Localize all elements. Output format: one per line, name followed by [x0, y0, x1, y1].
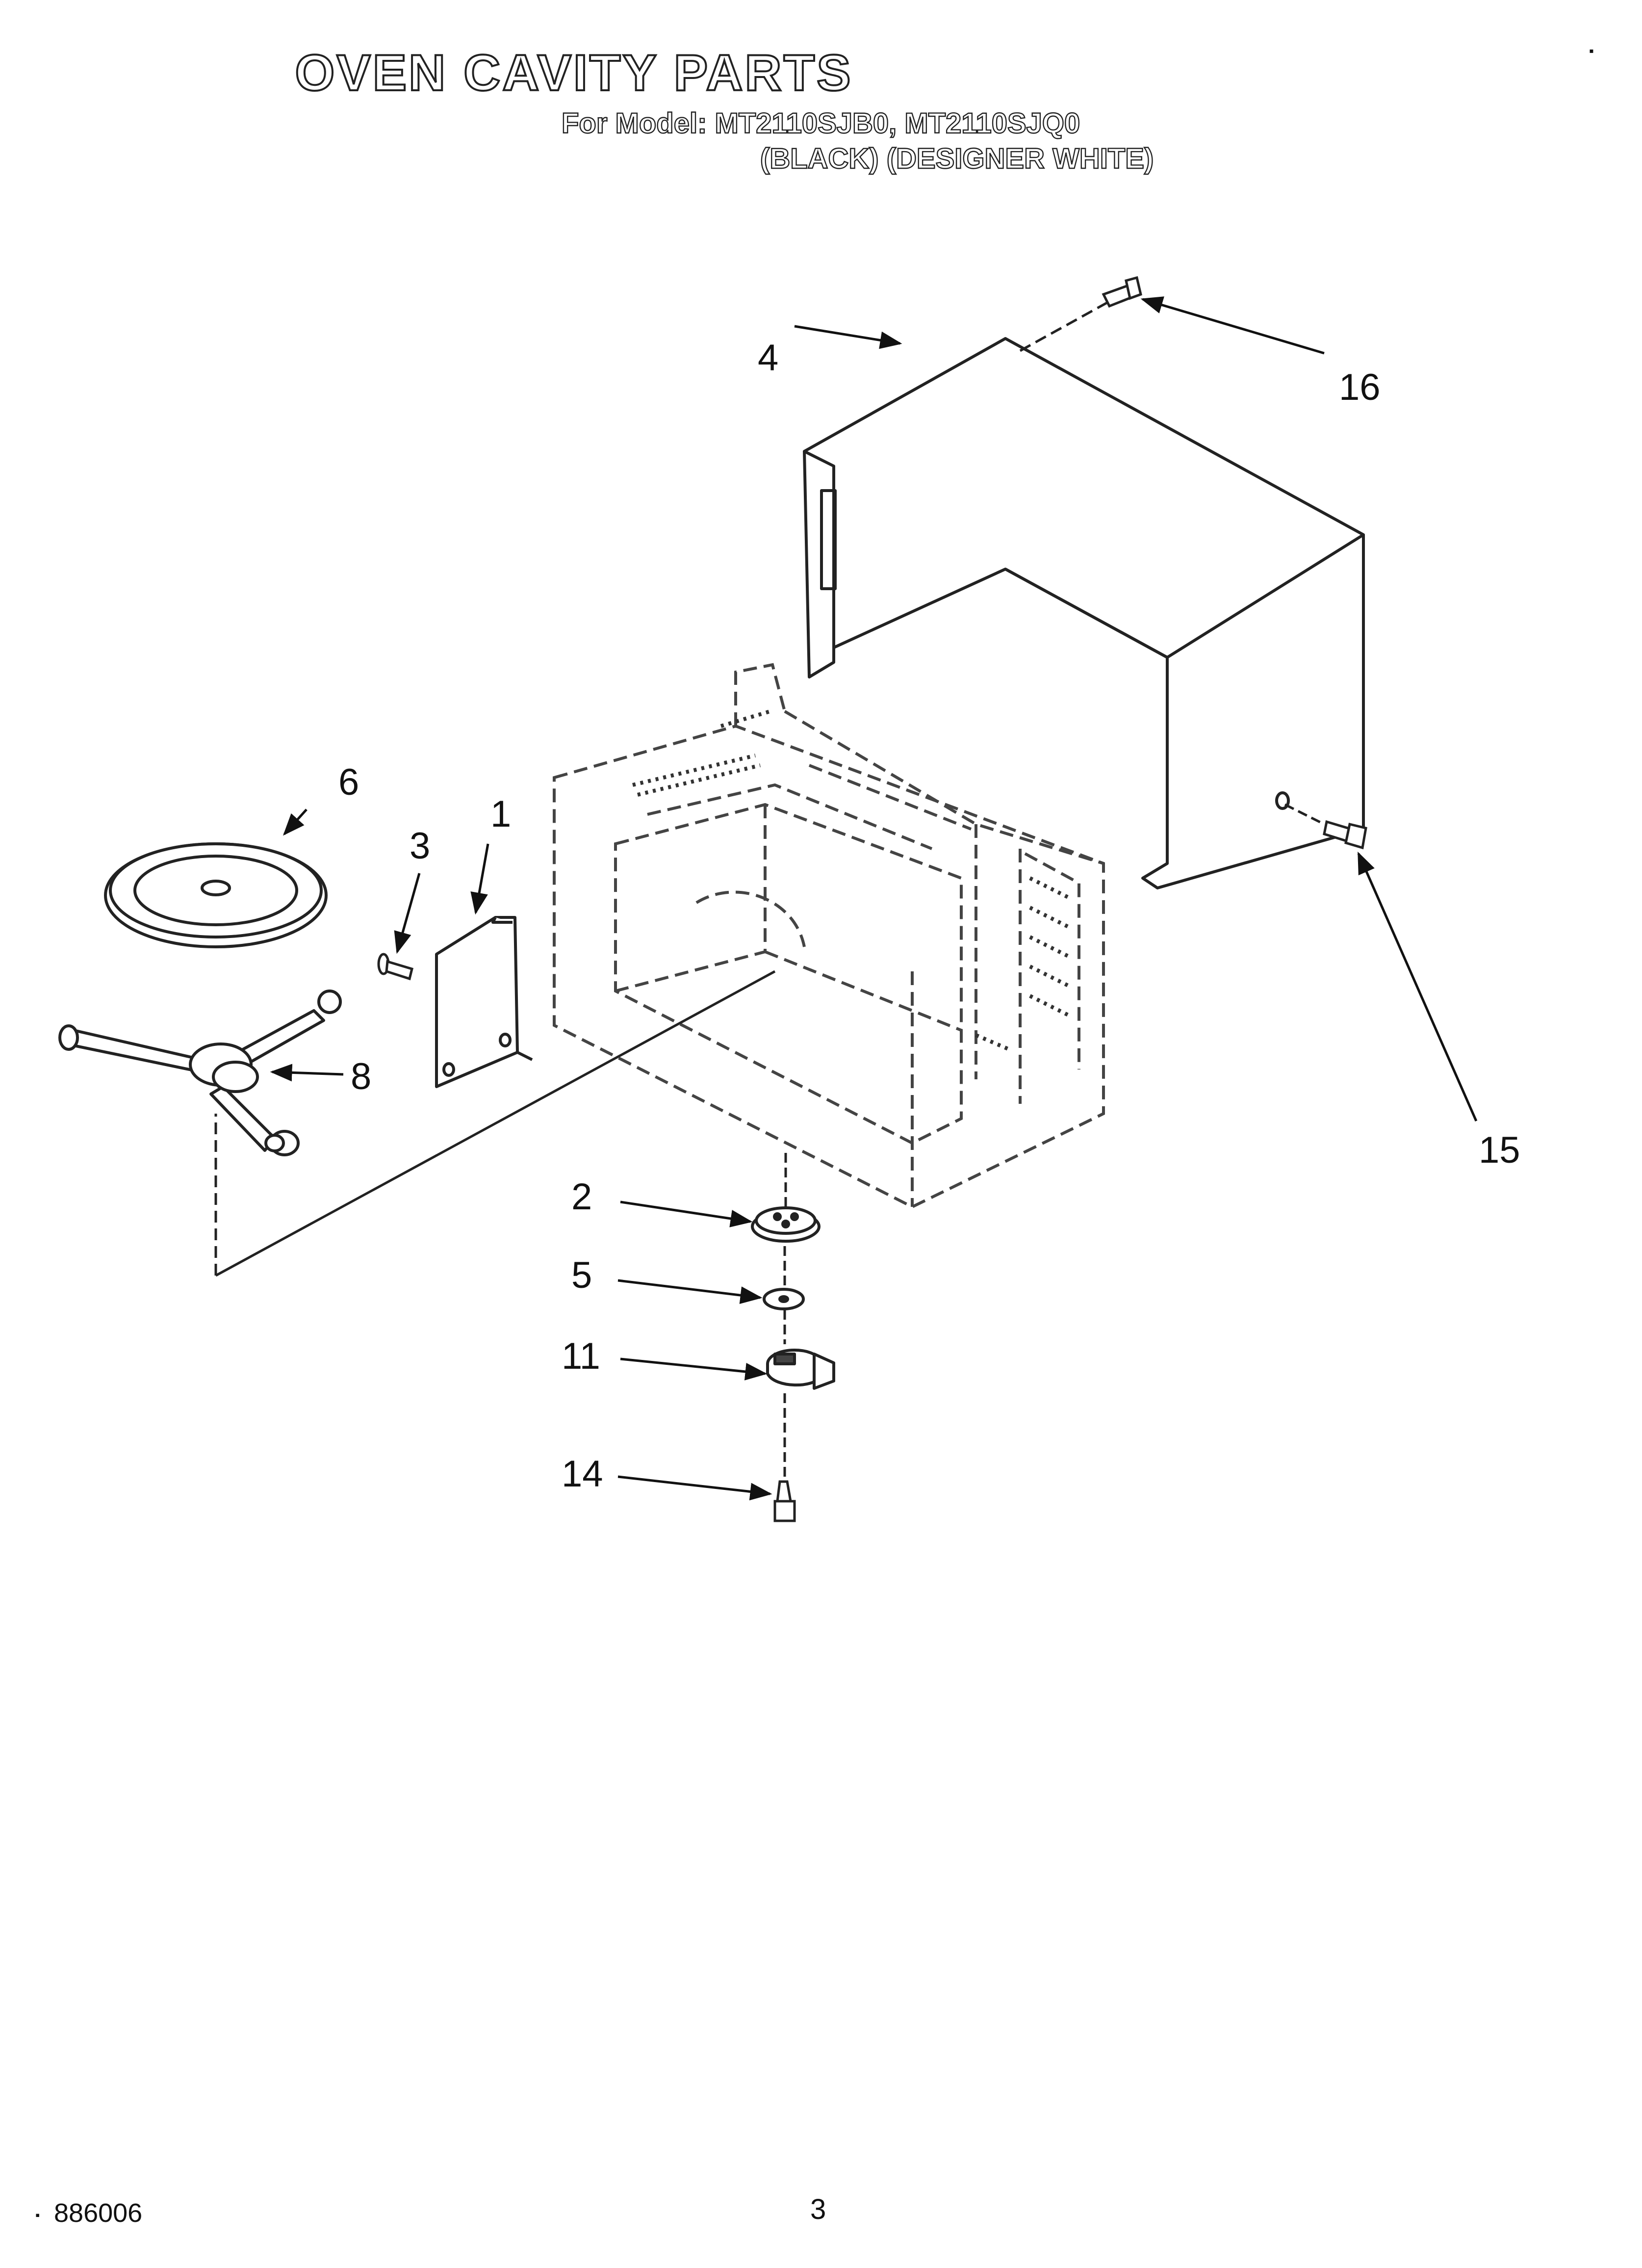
callout-1: 1 [490, 793, 511, 835]
callout-16: 16 [1339, 366, 1381, 408]
callout-2: 2 [571, 1176, 592, 1218]
alignment-lines [214, 970, 787, 1477]
color-line: (BLACK) (DESIGNER WHITE) [760, 142, 1155, 175]
coupler-part-2 [751, 1206, 821, 1243]
waveguide-cover-part-1 [435, 916, 533, 1088]
page-title: OVEN CAVITY PARTS [294, 44, 853, 103]
screw-part-16 [1102, 276, 1142, 308]
page-number: 3 [810, 2193, 826, 2225]
oven-cavity-outline [553, 663, 1105, 1209]
screw-part-15 [1323, 820, 1367, 850]
model-line: For Model: MT2110SJB0, MT2110SJQ0 [561, 107, 1081, 140]
roller-support-part-8 [58, 990, 342, 1156]
cavity-vent-holes [628, 760, 755, 790]
leader-arrows [270, 296, 1478, 1501]
footer-mark: ▪ [35, 2208, 40, 2222]
callout-4: 4 [758, 337, 778, 379]
glass-tray-part-6 [104, 842, 328, 948]
callout-3: 3 [410, 825, 430, 867]
screw-part-14 [773, 1480, 796, 1522]
outer-cabinet-wrapper [803, 337, 1365, 889]
corner-mark: ▪ [1589, 43, 1594, 58]
callout-5: 5 [571, 1254, 592, 1296]
callout-8: 8 [351, 1056, 371, 1097]
turntable-motor-part-11 [766, 1349, 835, 1390]
callout-15: 15 [1479, 1129, 1520, 1171]
screw-15-dashed-line [1284, 803, 1325, 826]
callout-6: 6 [338, 761, 359, 803]
screw-part-3 [377, 953, 414, 981]
callout-14: 14 [562, 1453, 603, 1495]
cabinet-screw-dashed-line [1019, 298, 1114, 352]
cavity-vent-dots [632, 709, 1070, 1052]
document-number: 886006 [54, 2198, 143, 2228]
callout-11: 11 [562, 1335, 600, 1377]
washer-part-5 [763, 1288, 805, 1310]
